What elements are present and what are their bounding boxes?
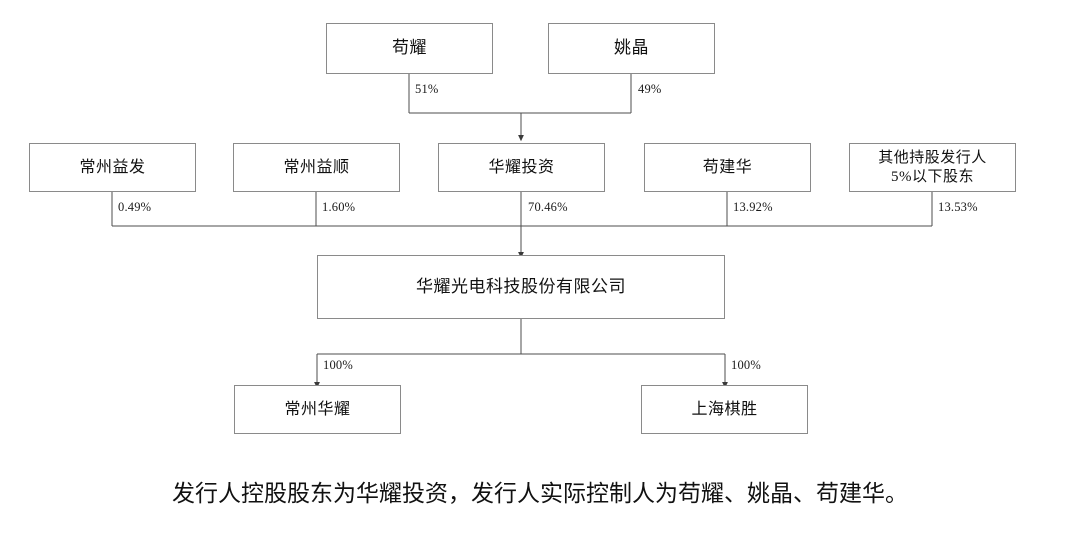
node-gou-yao[interactable]: 苟耀 [326, 23, 493, 74]
node-changzhou-huayao-label: 常州华耀 [284, 400, 351, 418]
pct-huayao-investment-to-issuer: 70.46% [528, 200, 568, 214]
pct-changzhou-yishun-to-issuer: 1.60% [322, 200, 356, 214]
pct-yao-jing-to-huayao: 49% [638, 82, 662, 96]
node-other-shareholders[interactable]: 其他持股发行人 5%以下股东 [849, 143, 1016, 192]
node-other-shareholders-label: 其他持股发行人 5%以下股东 [878, 150, 987, 185]
node-gou-jianhua[interactable]: 苟建华 [644, 143, 811, 192]
node-changzhou-huayao[interactable]: 常州华耀 [234, 385, 401, 434]
node-issuer-company[interactable]: 华耀光电科技股份有限公司 [317, 255, 725, 319]
pct-issuer-to-changzhou-huayao: 100% [323, 358, 353, 372]
node-huayao-investment[interactable]: 华耀投资 [438, 143, 605, 192]
node-changzhou-yishun[interactable]: 常州益顺 [233, 143, 400, 192]
node-gou-jianhua-label: 苟建华 [702, 158, 753, 176]
node-shanghai-qisheng[interactable]: 上海棋胜 [641, 385, 808, 434]
node-issuer-company-label: 华耀光电科技股份有限公司 [416, 276, 626, 296]
node-changzhou-yifa[interactable]: 常州益发 [29, 143, 196, 192]
pct-gou-yao-to-huayao: 51% [415, 82, 439, 96]
node-huayao-investment-label: 华耀投资 [488, 158, 555, 176]
node-gou-yao-label: 苟耀 [392, 38, 427, 58]
pct-gou-jianhua-to-issuer: 13.92% [733, 200, 773, 214]
node-yao-jing[interactable]: 姚晶 [548, 23, 715, 74]
node-shanghai-qisheng-label: 上海棋胜 [691, 400, 758, 418]
node-changzhou-yishun-label: 常州益顺 [283, 158, 350, 176]
node-changzhou-yifa-label: 常州益发 [79, 158, 146, 176]
diagram-caption: 发行人控股股东为华耀投资，发行人实际控制人为苟耀、姚晶、苟建华。 [172, 481, 908, 506]
pct-other-shareholders-to-issuer: 13.53% [938, 200, 978, 214]
node-yao-jing-label: 姚晶 [614, 38, 649, 58]
pct-issuer-to-shanghai-qisheng: 100% [731, 358, 761, 372]
pct-changzhou-yifa-to-issuer: 0.49% [118, 200, 152, 214]
